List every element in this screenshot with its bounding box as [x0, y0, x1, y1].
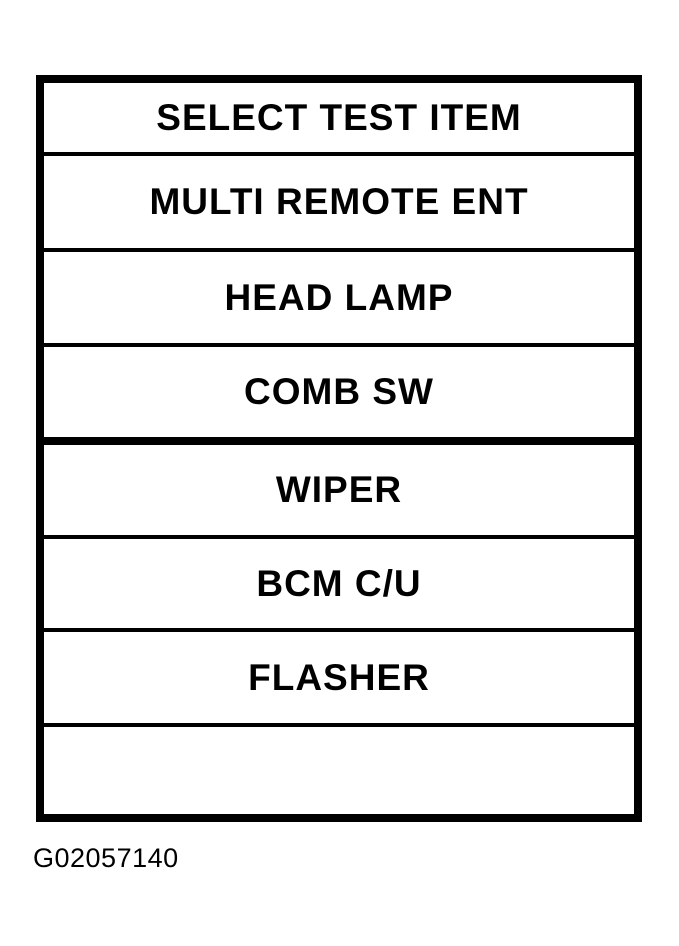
select-test-item-screen: SELECT TEST ITEM MULTI REMOTE ENT HEAD L…: [36, 75, 642, 822]
menu-item-head-lamp[interactable]: HEAD LAMP: [44, 248, 634, 343]
menu-item-wiper[interactable]: WIPER: [44, 437, 634, 535]
menu-item-empty-slot: [44, 723, 634, 814]
menu-item-bcm-cu[interactable]: BCM C/U: [44, 535, 634, 628]
menu-item-flasher[interactable]: FLASHER: [44, 628, 634, 723]
screen-title: SELECT TEST ITEM: [156, 96, 522, 138]
figure-id: G02057140: [33, 843, 179, 873]
menu-item-comb-sw[interactable]: COMB SW: [44, 343, 634, 437]
menu-item-multi-remote-ent[interactable]: MULTI REMOTE ENT: [44, 152, 634, 248]
